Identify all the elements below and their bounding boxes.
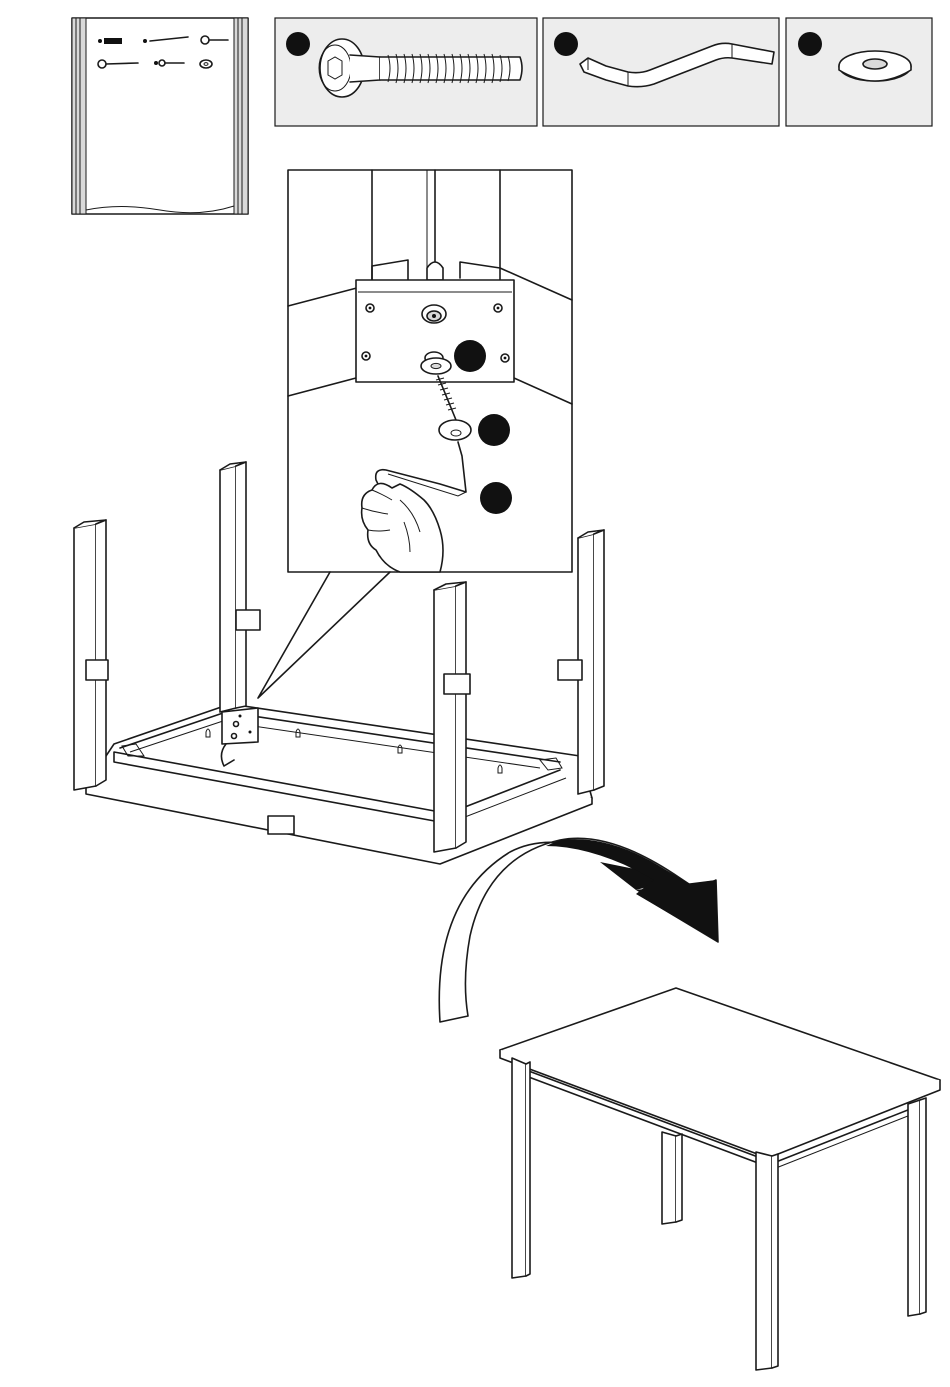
part-panel-washer [786,18,932,126]
mini-washer-icon [200,60,212,68]
tabletop-label [268,816,294,834]
leg-label-back-left [236,610,260,630]
callout-marker-washer [454,340,486,372]
finished-table [500,988,940,1370]
callout-marker-key [480,482,512,514]
part-marker-bolt [286,32,310,56]
table-leg-front [434,582,470,852]
hardware-overview-card [72,18,248,214]
callout-washer-icon [421,358,451,374]
part-panel-allen-key [543,18,779,126]
table-leg-left [74,520,108,790]
leg-label-right [558,660,582,680]
part-marker-washer [798,32,822,56]
detail-callout [258,170,572,698]
washer-icon [839,51,911,81]
leg-label-left [86,660,108,680]
leg-label-front [444,674,470,694]
upside-down-table-frame [86,704,592,864]
callout-marker-bolt [478,414,510,446]
part-panel-bolt [275,18,537,126]
table-leg-back-left [220,462,260,712]
part-marker-allen-key [554,32,578,56]
